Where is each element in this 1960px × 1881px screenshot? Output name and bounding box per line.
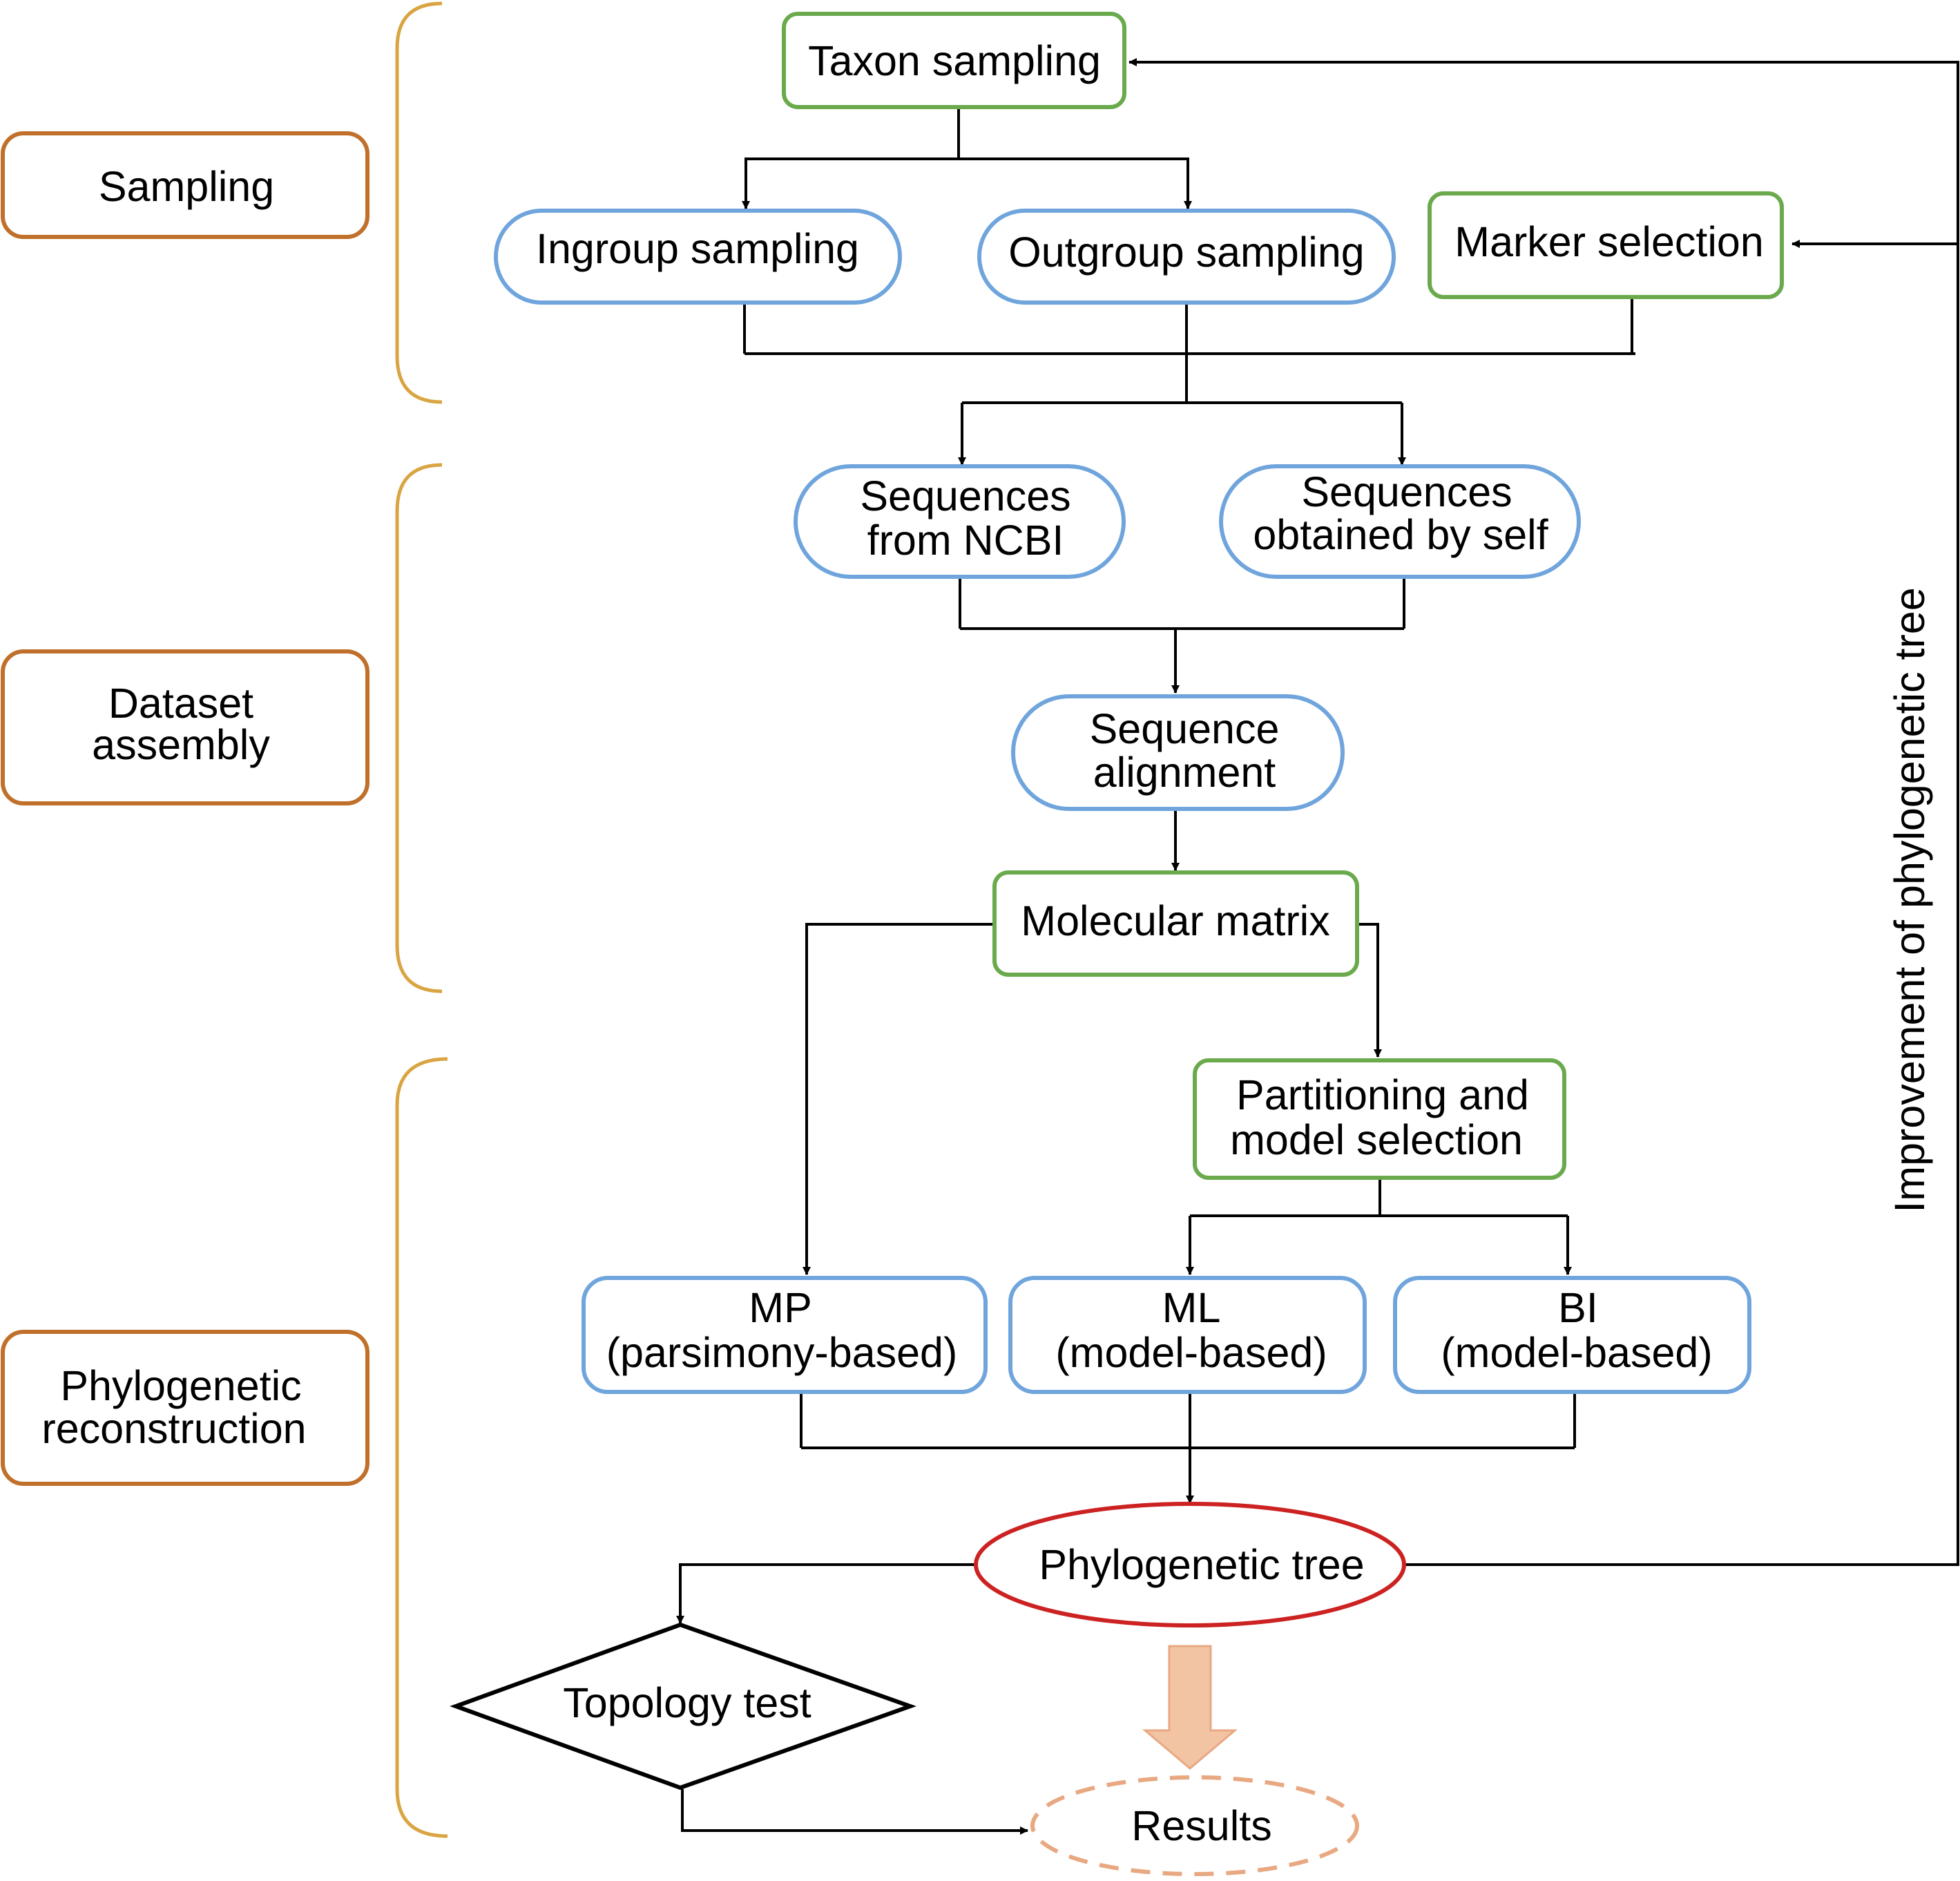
node-text: obtained by self bbox=[1253, 511, 1548, 558]
node-shape bbox=[1011, 694, 1345, 811]
node-text: from NCBI bbox=[867, 517, 1064, 564]
node-text: MP bbox=[749, 1284, 812, 1331]
stage-label-text: Dataset bbox=[108, 680, 253, 727]
stage-label-text: reconstruction bbox=[41, 1405, 306, 1452]
node-text: Marker selection bbox=[1454, 218, 1764, 265]
node-text: (parsimony-based) bbox=[606, 1329, 958, 1376]
node-text: (model-based) bbox=[1441, 1329, 1712, 1376]
node-sequence-alignment: Sequence alignment bbox=[1011, 694, 1345, 811]
edge-feedback-loop bbox=[1128, 58, 1959, 1566]
node-text: ML bbox=[1162, 1284, 1221, 1331]
node-shape bbox=[1193, 1058, 1566, 1180]
node-shape bbox=[494, 209, 902, 305]
edge-to-outgroup bbox=[959, 157, 1192, 209]
node-shape bbox=[1008, 1276, 1367, 1394]
node-text: Sequences bbox=[860, 472, 1070, 519]
node-shape bbox=[977, 209, 1396, 305]
stage-label-sampling: Sampling bbox=[1, 131, 369, 239]
stage-box bbox=[1, 649, 369, 805]
stage-label-phylogenetic-reconstruction: Phylogenetic reconstruction bbox=[1, 1330, 369, 1486]
node-shape bbox=[794, 464, 1126, 579]
edge-matrix-to-partition bbox=[1357, 923, 1382, 1058]
node-text: Sequence bbox=[1090, 705, 1280, 752]
node-results: Results bbox=[1030, 1775, 1359, 1876]
node-shape bbox=[1428, 191, 1784, 299]
node-text: BI bbox=[1558, 1284, 1598, 1331]
stage-label-text: Sampling bbox=[99, 163, 274, 210]
connectors bbox=[676, 58, 1959, 1835]
node-text: model selection bbox=[1230, 1116, 1523, 1163]
node-shape bbox=[1393, 1276, 1751, 1394]
edge-topology-to-results bbox=[681, 1789, 1028, 1835]
node-marker-selection: Marker selection bbox=[1428, 191, 1784, 299]
node-text: Topology test bbox=[563, 1679, 811, 1726]
node-text: Phylogenetic tree bbox=[1039, 1541, 1364, 1588]
node-molecular-matrix: Molecular matrix bbox=[992, 870, 1359, 977]
edge-to-ingroup bbox=[742, 157, 959, 209]
node-outgroup-sampling: Outgroup sampling bbox=[977, 209, 1396, 305]
node-text: Outgroup sampling bbox=[1008, 229, 1364, 276]
stage-label-text: assembly bbox=[92, 721, 270, 768]
node-topology-test: Topology test bbox=[450, 1622, 916, 1791]
node-text: Taxon sampling bbox=[808, 37, 1101, 84]
stage-label-dataset-assembly: Dataset assembly bbox=[1, 649, 369, 805]
node-text: (model-based) bbox=[1055, 1329, 1327, 1376]
phylo-brace bbox=[395, 1057, 448, 1838]
node-taxon-sampling: Taxon sampling bbox=[782, 12, 1126, 109]
results-arrow bbox=[1142, 1645, 1238, 1770]
node-bi: BI (model-based) bbox=[1393, 1276, 1751, 1394]
node-shape bbox=[582, 1276, 988, 1394]
sampling-brace bbox=[395, 1, 443, 404]
stage-label-text: Phylogenetic bbox=[60, 1362, 301, 1409]
feedback-label: Improvement of phylogenetic tree bbox=[1886, 587, 1933, 1212]
node-shape bbox=[974, 1502, 1406, 1627]
node-text: Results bbox=[1131, 1802, 1271, 1849]
node-phylogenetic-tree: Phylogenetic tree bbox=[974, 1502, 1406, 1627]
node-ml: ML (model-based) bbox=[1008, 1276, 1367, 1394]
node-text: alignment bbox=[1093, 749, 1276, 796]
node-mp: MP (parsimony-based) bbox=[582, 1276, 988, 1394]
edge-matrix-to-mp bbox=[803, 923, 995, 1275]
stage-box bbox=[1, 1330, 369, 1486]
node-partitioning-and-model-selection: Partitioning and model selection bbox=[1193, 1058, 1566, 1180]
edge-tree-to-topology bbox=[676, 1563, 975, 1624]
stage-box bbox=[1, 131, 369, 239]
node-sequences-from-ncbi: Sequences from NCBI bbox=[794, 464, 1126, 579]
node-shape bbox=[992, 870, 1359, 977]
node-text: Molecular matrix bbox=[1021, 897, 1329, 944]
node-shape bbox=[1030, 1775, 1359, 1876]
dataset-brace bbox=[395, 463, 443, 993]
node-sequences-obtained-by-self: Sequences obtained by self bbox=[1219, 464, 1581, 579]
node-shape bbox=[782, 12, 1126, 109]
node-text: Ingroup sampling bbox=[536, 225, 859, 272]
node-ingroup-sampling: Ingroup sampling bbox=[494, 209, 902, 305]
node-text: Sequences bbox=[1301, 468, 1512, 515]
node-text: Partitioning and bbox=[1236, 1071, 1529, 1118]
node-shape bbox=[450, 1622, 916, 1791]
node-shape bbox=[1219, 464, 1581, 579]
